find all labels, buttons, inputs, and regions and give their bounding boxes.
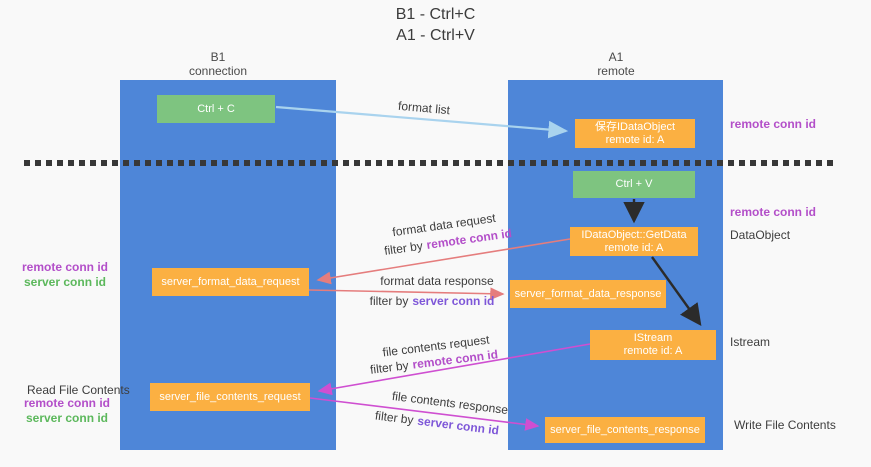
filter-by-text: filter by <box>383 238 424 258</box>
lane-a1-role: remote <box>597 64 635 78</box>
lane-a1-name: A1 <box>608 50 624 64</box>
box-server-format-data-request-label: server_format_data_request <box>161 275 300 288</box>
box-idataobject-getdata-line2: remote id: A <box>604 241 664 254</box>
label-format-data-response: format data response <box>380 274 494 288</box>
dashed-divider <box>24 160 836 166</box>
left-conn-id-stack-bottom: remote conn id server conn id <box>19 396 115 426</box>
box-istream-line2: remote id: A <box>623 345 683 357</box>
box-server-format-data-response: server_format_data_response <box>510 280 666 308</box>
box-istream: IStream remote id: A <box>590 330 716 360</box>
left-server-conn-id-top: server conn id <box>23 275 107 289</box>
lane-header-b1: B1 connection <box>158 50 278 78</box>
filter-by-text: filter by <box>374 408 415 428</box>
box-idataobject-getdata: IDataObject::GetData remote id: A <box>570 227 698 256</box>
right-remote-conn-id-top: remote conn id <box>730 117 817 131</box>
box-server-file-contents-request-label: server_file_contents_request <box>159 390 301 403</box>
right-write-file-contents-label: Write File Contents <box>734 418 836 432</box>
left-remote-conn-id-bottom: remote conn id <box>23 396 110 410</box>
box-server-file-contents-response: server_file_contents_response <box>545 417 705 443</box>
left-read-file-contents-label: Read File Contents <box>27 383 130 397</box>
box-ctrl-v: Ctrl + V <box>573 171 695 198</box>
lane-b1-name: B1 <box>210 50 226 64</box>
box-istream-line1: IStream <box>633 332 673 344</box>
box-server-file-contents-response-label: server_file_contents_response <box>550 423 700 436</box>
box-save-idataobject-line2: remote id: A <box>605 133 665 146</box>
left-server-conn-id-bottom: server conn id <box>25 411 109 425</box>
filter-by-text: filter by <box>369 358 410 377</box>
box-server-format-data-request: server_format_data_request <box>152 268 309 296</box>
right-istream-label: Istream <box>730 335 771 349</box>
left-remote-conn-id-top: remote conn id <box>21 260 108 274</box>
box-save-idataobject: 保存IDataObject remote id: A <box>575 119 695 148</box>
box-server-file-contents-request: server_file_contents_request <box>150 383 310 411</box>
box-save-idataobject-line1: 保存IDataObject <box>594 120 676 133</box>
right-dataobject-label: DataObject <box>730 228 791 242</box>
box-ctrl-v-label: Ctrl + V <box>615 178 653 190</box>
box-idataobject-getdata-line1: IDataObject::GetData <box>581 228 687 241</box>
diagram-title-line2: A1 - Ctrl+V <box>396 27 475 44</box>
box-ctrl-c-label: Ctrl + C <box>197 102 235 115</box>
lane-header-a1: A1 remote <box>556 50 676 78</box>
diagram-title-line1: B1 - Ctrl+C <box>395 6 476 23</box>
label-format-list: format list <box>397 98 451 118</box>
lane-b1-role: connection <box>188 64 248 78</box>
box-ctrl-c: Ctrl + C <box>157 95 275 123</box>
server-conn-id-text: server conn id <box>412 294 495 308</box>
right-remote-conn-id-mid: remote conn id <box>730 205 817 219</box>
filter-by-text: filter by <box>369 294 409 308</box>
box-server-format-data-response-label: server_format_data_response <box>514 287 662 300</box>
left-conn-id-stack-top: remote conn id server conn id <box>17 260 113 290</box>
server-conn-id-text: server conn id <box>416 413 500 438</box>
